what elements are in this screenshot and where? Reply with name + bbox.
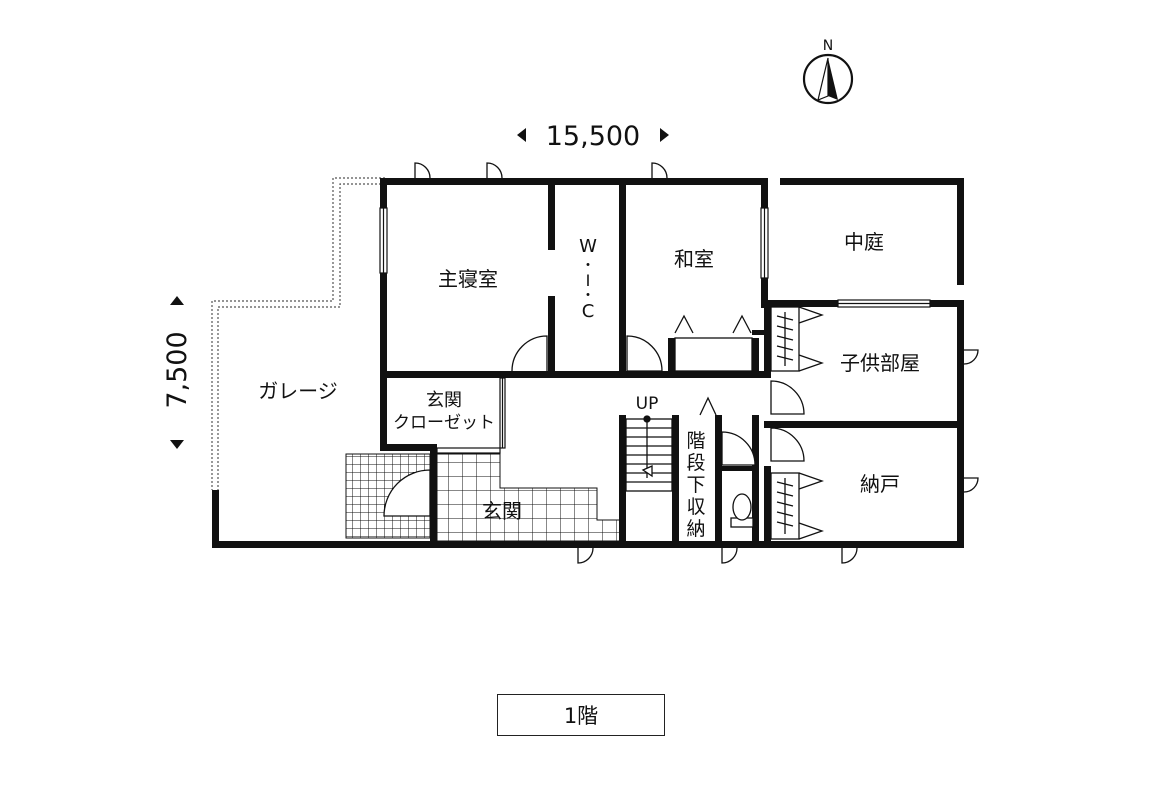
- arrow-right-icon: [660, 128, 669, 142]
- depth-dimension-label: 7,500: [162, 331, 193, 408]
- floor-label: 1階: [497, 694, 665, 736]
- wic-char-4: ・: [581, 288, 595, 304]
- width-dimension-label: 15,500: [546, 121, 640, 152]
- north-label: N: [823, 38, 833, 54]
- garage-outline: [211, 177, 385, 490]
- storage-char-1: 階: [686, 430, 705, 452]
- stairs-up-label: UP: [636, 394, 659, 414]
- arrow-left-icon: [517, 128, 526, 142]
- room-master-bedroom: 主寝室: [438, 267, 498, 291]
- storage-char-2: 段: [686, 452, 705, 474]
- room-entrance-closet: 玄関 クローゼット: [393, 390, 495, 433]
- storage-char-4: 収: [686, 496, 705, 518]
- walls: [212, 178, 964, 548]
- room-courtyard: 中庭: [844, 230, 884, 254]
- arrow-up-icon: [170, 296, 184, 305]
- wic-char-5: C: [582, 301, 595, 322]
- room-under-stair-storage: 階 段 下 収 納: [686, 430, 705, 540]
- room-kids: 子供部屋: [840, 351, 920, 375]
- depth-dimension: 7,500: [162, 296, 193, 449]
- wic-char-1: W: [579, 236, 597, 257]
- room-nando: 納戸: [860, 472, 900, 496]
- wic-char-2: ・: [581, 258, 595, 274]
- wic-char-3: I: [586, 271, 591, 290]
- toilet-icon: [730, 493, 754, 528]
- room-entrance: 玄関: [482, 499, 522, 523]
- windows: [379, 207, 931, 454]
- entrance-hall-tiles: [436, 453, 621, 542]
- doors: [383, 162, 979, 564]
- window-closet-bottom: [436, 447, 501, 454]
- room-garage: ガレージ: [258, 379, 338, 403]
- closets: [674, 306, 824, 540]
- stairs: [625, 415, 673, 492]
- room-wic: W ・ I ・ C: [579, 236, 597, 322]
- storage-char-3: 下: [686, 474, 705, 496]
- north-compass-icon: N: [802, 38, 854, 105]
- width-dimension: 15,500: [517, 121, 669, 152]
- room-washitsu: 和室: [674, 247, 714, 271]
- entrance-closet-line-2: クローゼット: [393, 413, 495, 433]
- storage-char-5: 納: [686, 518, 705, 540]
- entrance-closet-line-1: 玄関: [426, 390, 462, 411]
- arrow-down-icon: [170, 440, 184, 449]
